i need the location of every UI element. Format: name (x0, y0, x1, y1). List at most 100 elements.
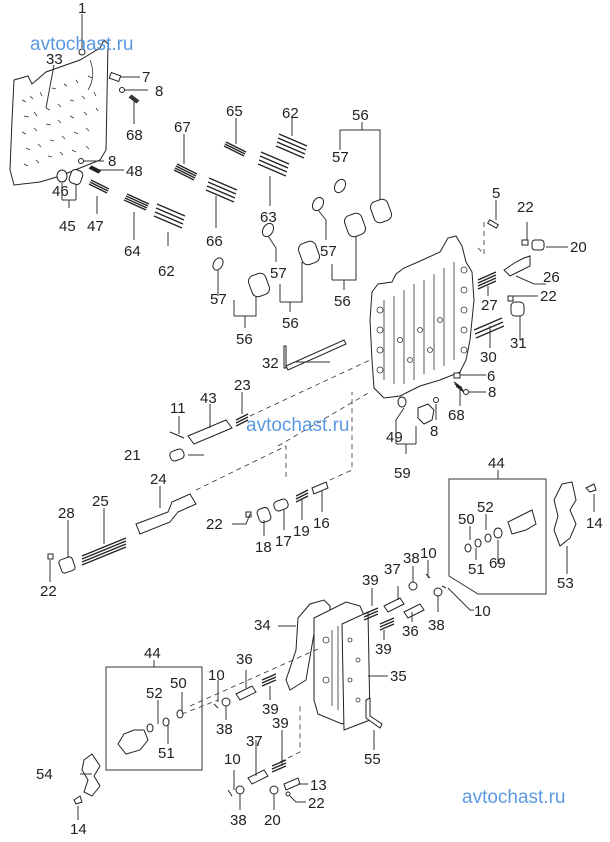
label-39: 39 (375, 641, 392, 658)
plugs-and-rings (212, 178, 393, 298)
label-39: 39 (272, 715, 289, 732)
label-46: 46 (52, 183, 69, 200)
watermark: avtochast.ru (462, 787, 566, 808)
part-18-plug (256, 506, 272, 524)
label-62: 62 (158, 263, 175, 280)
label-38: 38 (403, 550, 420, 567)
springs-upper (123, 133, 308, 229)
label-55: 55 (364, 751, 381, 768)
part-10-pin-c (213, 703, 219, 709)
label-38: 38 (216, 721, 233, 738)
part-5-pin (486, 219, 500, 229)
part-32-pipe (283, 339, 347, 371)
part-6-plug (453, 372, 461, 379)
solenoid-b (117, 709, 184, 755)
part-20-plug-a (531, 239, 545, 251)
label-31: 31 (510, 335, 527, 352)
part-54-bracket (81, 753, 101, 797)
part-8-ball-c (463, 389, 469, 395)
label-38: 38 (428, 617, 445, 634)
label-19: 19 (293, 523, 310, 540)
part-39-spring-d (271, 759, 287, 773)
label-34: 34 (254, 617, 271, 634)
label-62: 62 (282, 105, 299, 122)
solenoid-a (464, 509, 537, 553)
label-64: 64 (124, 243, 141, 260)
label-8: 8 (155, 83, 163, 100)
part-30-valve (473, 317, 505, 339)
part-22-plug-c (47, 553, 54, 560)
part-23-spring (235, 413, 249, 427)
label-54: 54 (36, 766, 53, 783)
label-35: 35 (390, 668, 407, 685)
part-10-pin-b (441, 585, 447, 589)
part-8-ball (119, 87, 125, 93)
label-37: 37 (246, 733, 263, 750)
label-52: 52 (146, 685, 163, 702)
label-28: 28 (58, 505, 75, 522)
label-45: 45 (59, 218, 76, 235)
part-26-valve (503, 255, 531, 277)
label-47: 47 (87, 218, 104, 235)
upper-valve-body (369, 235, 475, 399)
label-49: 49 (386, 429, 403, 446)
label-57: 57 (210, 291, 227, 308)
label-10: 10 (474, 603, 491, 620)
label-50: 50 (458, 511, 475, 528)
label-56: 56 (352, 107, 369, 124)
label-20: 20 (570, 239, 587, 256)
label-66: 66 (206, 233, 223, 250)
solenoid-kit-box-b (105, 666, 203, 771)
label-39: 39 (262, 701, 279, 718)
label-30: 30 (480, 349, 497, 366)
label-20: 20 (264, 812, 281, 829)
label-56: 56 (334, 293, 351, 310)
part-22-plug-b (507, 295, 514, 302)
part-7-pin (108, 71, 122, 83)
part-53-bracket (553, 481, 577, 547)
part-68-spring-b (453, 381, 465, 393)
label-56: 56 (282, 315, 299, 332)
label-44: 44 (144, 645, 161, 662)
part-labels: 1 33 7 8 68 8 48 46 45 47 67 65 62 56 57… (36, 0, 603, 838)
label-53: 53 (557, 575, 574, 592)
label-8: 8 (108, 153, 116, 170)
part-39-spring-a (363, 607, 379, 621)
label-22: 22 (206, 516, 223, 533)
label-14: 14 (586, 515, 603, 532)
part-17-valve (273, 498, 289, 512)
label-13: 13 (310, 777, 327, 794)
label-18: 18 (255, 539, 272, 556)
label-10: 10 (208, 667, 225, 684)
part-20-plug-b (269, 785, 279, 795)
label-10: 10 (420, 545, 437, 562)
watermark: avtochast.ru (246, 415, 350, 436)
label-51: 51 (468, 561, 485, 578)
part-38-plug-b (433, 587, 443, 597)
solenoid-kit-box-a (448, 478, 547, 595)
label-38: 38 (230, 812, 247, 829)
part-31-plug (510, 301, 525, 317)
part-14-bolt-a (585, 483, 597, 493)
part-19-spring (295, 489, 309, 503)
label-57: 57 (270, 265, 287, 282)
label-44: 44 (488, 455, 505, 472)
part-59-solenoid (417, 403, 435, 425)
watermark: avtochast.ru (30, 34, 134, 55)
part-48-spring (88, 165, 102, 174)
label-17: 17 (275, 533, 292, 550)
part-25-spring (81, 537, 127, 566)
label-68: 68 (448, 407, 465, 424)
part-38-plug-c (221, 697, 231, 707)
label-56: 56 (236, 331, 253, 348)
part-1-plug (78, 48, 86, 56)
label-65: 65 (226, 103, 243, 120)
part-10-pin-d (227, 789, 233, 797)
part-43-valve (187, 419, 233, 445)
label-23: 23 (234, 377, 251, 394)
label-27: 27 (481, 297, 498, 314)
label-1: 1 (78, 0, 86, 17)
part-39-spring-b (379, 617, 395, 631)
label-37: 37 (384, 561, 401, 578)
